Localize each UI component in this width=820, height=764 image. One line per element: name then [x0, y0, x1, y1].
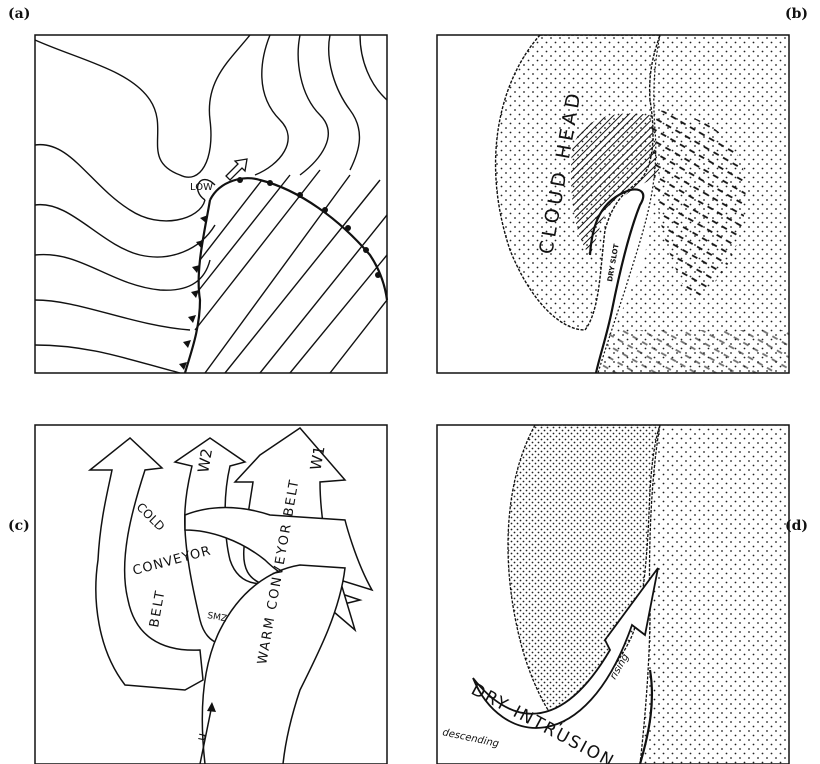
- dashed-precip-lower: [600, 330, 790, 373]
- panel-c: W2 W1 COLD CONVEYOR BELT SMZ WARM CONVEY…: [35, 425, 387, 764]
- panel-a-frame: [35, 35, 387, 373]
- low-motion-arrow-icon: [226, 159, 247, 180]
- hatched-precip: [571, 113, 660, 255]
- panel-d: DRY INTRUSION rising descending: [437, 425, 789, 764]
- cold-label: COLD: [134, 500, 168, 534]
- isobars: [35, 35, 387, 373]
- warm-front-barbs: [237, 177, 381, 278]
- cloud-head-region: [508, 425, 660, 725]
- low-label: LOW: [190, 182, 213, 193]
- descending-label: descending: [441, 727, 500, 750]
- panel-b: CLOUD HEAD DRY SLOT: [437, 35, 790, 373]
- panel-a: LOW: [35, 35, 387, 373]
- warm-sector-dots: [640, 425, 789, 764]
- belt-label: BELT: [147, 588, 168, 629]
